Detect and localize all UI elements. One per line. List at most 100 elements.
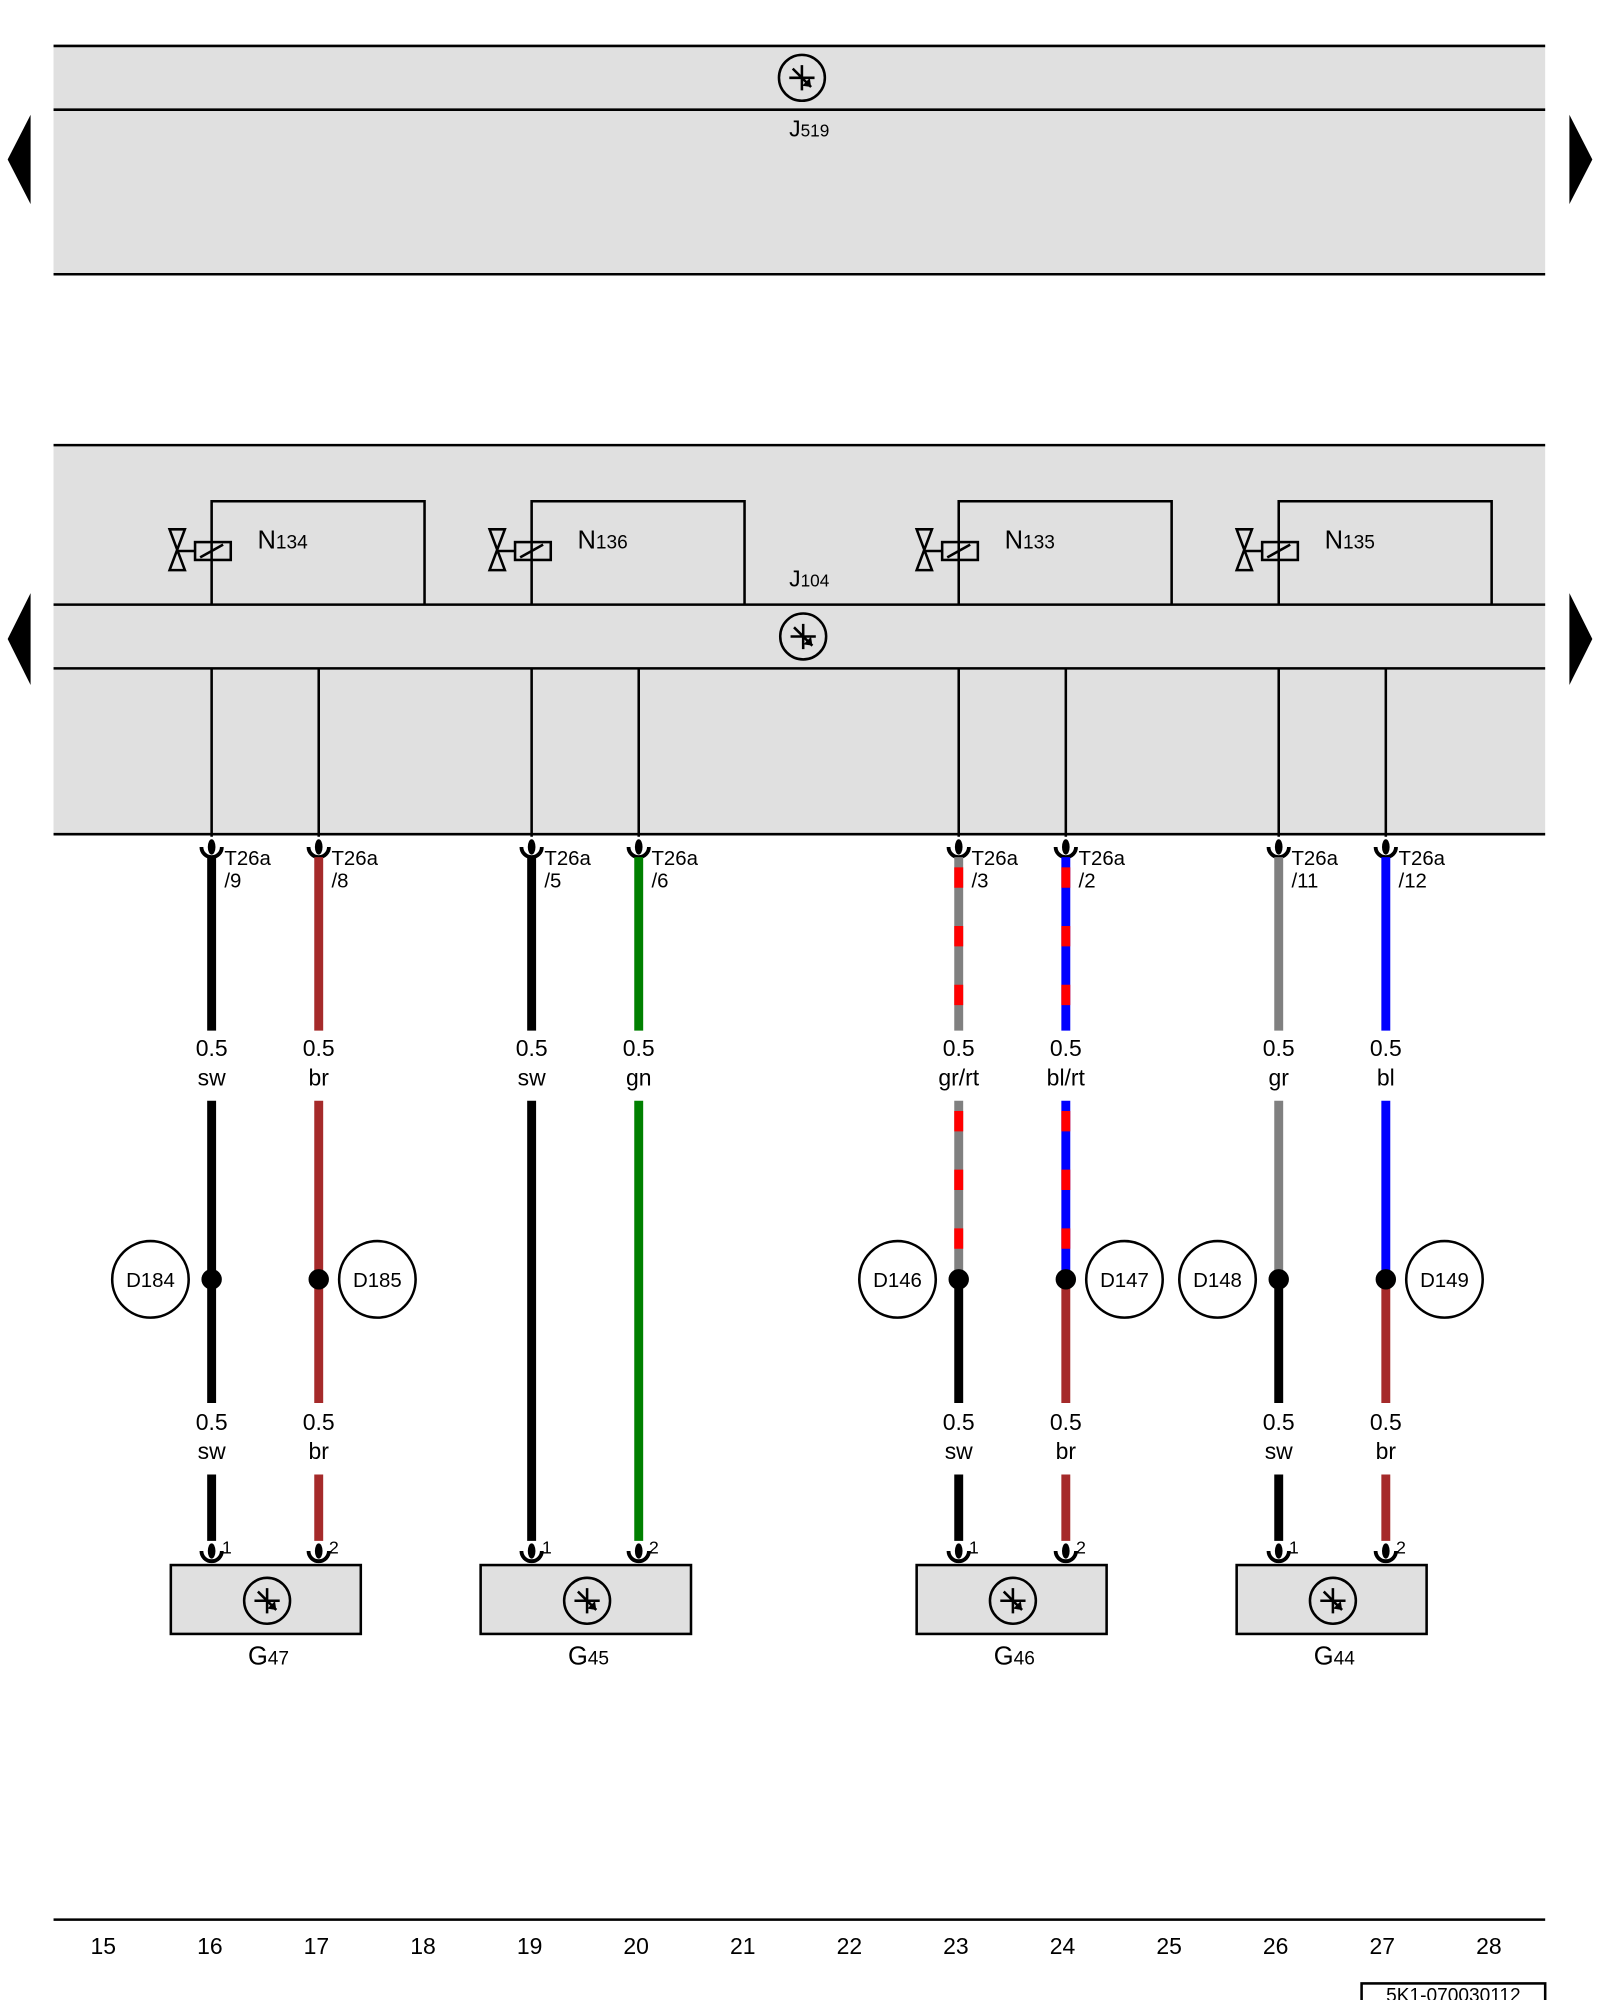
valve-icon: [167, 528, 187, 572]
wire-size: 0.5: [1370, 1409, 1402, 1435]
connector-label: T26a: [1291, 848, 1338, 870]
connector-pin-label: /8: [331, 871, 348, 893]
connector-T26a/12: [1373, 839, 1398, 859]
continuation-left-arrow-icon: [7, 593, 31, 685]
splice-dot: [948, 1269, 969, 1290]
coil-slash: [519, 543, 544, 559]
splice-label: D185: [353, 1270, 402, 1292]
connector-T26a/5: [519, 839, 544, 859]
grid-number: 18: [410, 1933, 436, 1959]
wire-size: 0.5: [1050, 1035, 1082, 1061]
connector-cup-icon: [519, 1550, 544, 1564]
wire-color-code: br: [1056, 1438, 1077, 1464]
valve-label: N133: [1005, 526, 1055, 554]
connector-cup-icon: [946, 1550, 971, 1564]
connector-pin: [314, 1543, 323, 1559]
grid-number: 23: [943, 1933, 969, 1959]
symbol-circle: [242, 1576, 292, 1625]
connector-label: T26a: [971, 848, 1018, 870]
grid-number: 22: [837, 1933, 863, 1959]
connector-T26a/2: [1053, 839, 1078, 859]
sensor-electronic-icon: [988, 1576, 1038, 1625]
sensor-pin-number: 1: [222, 1538, 232, 1558]
connector-label: T26a: [544, 848, 591, 870]
wire-size: 0.5: [943, 1035, 975, 1061]
wire-size: 0.5: [1263, 1409, 1295, 1435]
wire-color-code: gr/rt: [938, 1064, 979, 1090]
connector-pin-label: /6: [651, 871, 668, 893]
wire-color-code: sw: [198, 1064, 226, 1090]
connector-pin: [314, 839, 323, 855]
valve-circuit: [1277, 500, 1493, 605]
sensor-pin-number: 2: [1396, 1538, 1406, 1558]
grid-number: 25: [1156, 1933, 1182, 1959]
doc-id-box: [1360, 1982, 1547, 2000]
grid-number: 16: [197, 1933, 223, 1959]
valve-circuit: [530, 500, 746, 605]
doc-id: 5K1-070030112: [1386, 1985, 1521, 2000]
sensor-connector: [1373, 1543, 1398, 1564]
wire-color-code: sw: [945, 1438, 973, 1464]
splice-label: D149: [1420, 1270, 1469, 1292]
wire-size: 0.5: [1263, 1035, 1295, 1061]
sensor-connector: [946, 1543, 971, 1564]
grid-number: 28: [1476, 1933, 1502, 1959]
grid-number: 20: [623, 1933, 649, 1959]
sensor-connector: [1266, 1543, 1291, 1564]
connector-pin: [634, 1543, 643, 1559]
j519-electronic-icon: [777, 53, 827, 103]
connector-cup-icon: [1373, 846, 1398, 859]
sensor-electronic-icon: [562, 1576, 612, 1625]
valve-circuit: [210, 500, 426, 605]
symbol-circle: [562, 1576, 612, 1625]
connector-pin: [527, 839, 536, 855]
connector-label: T26a: [331, 848, 378, 870]
valve-icon: [1234, 528, 1254, 572]
connector-label: T26a: [1399, 848, 1446, 870]
splice-dot: [308, 1269, 329, 1290]
wire-color-code: gr: [1269, 1064, 1290, 1090]
module-label-j104: J104: [789, 566, 830, 592]
connector-pin: [1381, 1543, 1390, 1559]
connector-pin-label: /5: [544, 871, 561, 893]
splice-circle: [858, 1239, 938, 1319]
module-j104-panel: [53, 445, 1546, 835]
j104-electronic-icon: [778, 612, 828, 661]
connector-pin-label: /11: [1291, 871, 1318, 893]
splice-label: D146: [873, 1270, 922, 1292]
wire-color-code: gn: [626, 1064, 652, 1090]
grid-number: 21: [730, 1933, 756, 1959]
connector-pin: [954, 839, 963, 855]
connector-cup-icon: [306, 846, 331, 859]
connector-pin: [207, 1543, 216, 1559]
sensor-electronic-icon: [1308, 1576, 1358, 1625]
symbol-circle: [777, 53, 827, 103]
valve-icon: [914, 528, 934, 572]
wire-size: 0.5: [196, 1409, 228, 1435]
connector-cup-icon: [626, 846, 651, 859]
wire-color-code: bl: [1377, 1064, 1395, 1090]
connector-cup-icon: [199, 1550, 224, 1564]
sensor-label: G47: [248, 1643, 289, 1671]
sensor-connector: [1053, 1543, 1078, 1564]
sensor-label: G44: [1314, 1643, 1355, 1671]
splice-circle: [1178, 1239, 1258, 1319]
wire-size: 0.5: [303, 1035, 335, 1061]
connector-T26a/3: [946, 839, 971, 859]
wire-size: 0.5: [303, 1409, 335, 1435]
grid-number: 26: [1263, 1933, 1289, 1959]
wire-size: 0.5: [943, 1409, 975, 1435]
grid-number: 19: [517, 1933, 543, 1959]
connector-pin: [1381, 839, 1390, 855]
grid-number: 17: [304, 1933, 330, 1959]
connector-pin: [527, 1543, 536, 1559]
sensor-label: G46: [994, 1643, 1035, 1671]
connector-T26a/6: [626, 839, 651, 859]
arrowhead: [802, 78, 812, 87]
arrowhead: [1333, 1601, 1343, 1610]
valve-label: N134: [258, 526, 309, 554]
sensor-label: G45: [568, 1643, 609, 1671]
connector-pin-label: /2: [1079, 871, 1096, 893]
splice-circle: [337, 1239, 417, 1319]
sensor-pin-number: 1: [1289, 1538, 1299, 1558]
